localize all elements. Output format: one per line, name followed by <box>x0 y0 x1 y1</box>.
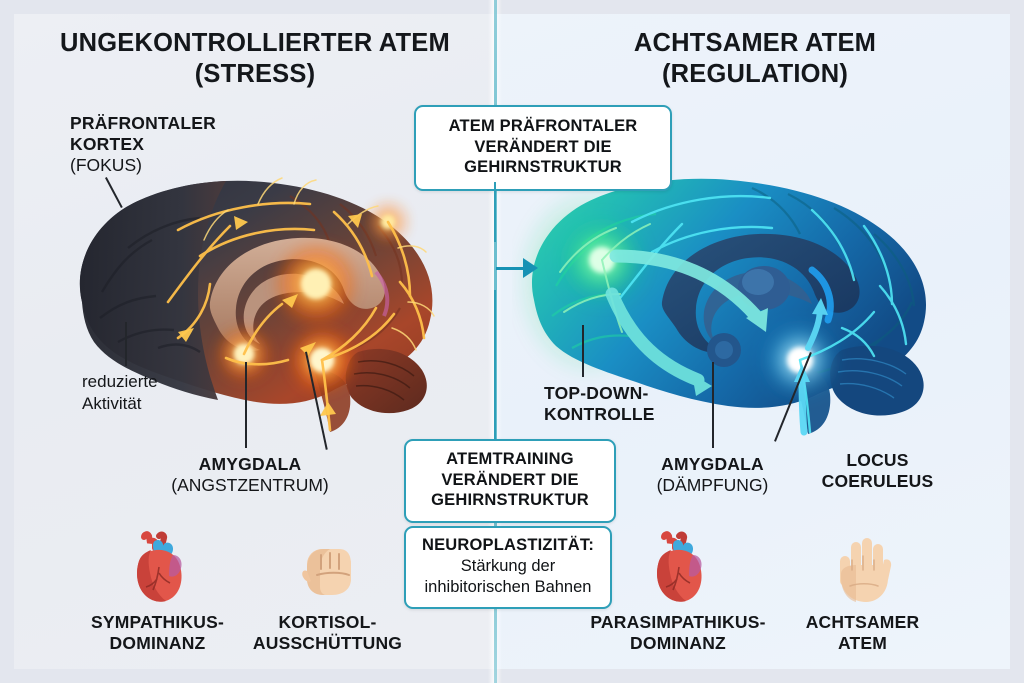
sympathikus-caption-line-1: SYMPATHIKUS- <box>90 612 224 632</box>
label-reduced-activity: reduzierte Aktivität <box>82 371 242 415</box>
callout-top-line-2: VERÄNDERT DIE <box>474 137 612 156</box>
right-title-line-2: (REGULATION) <box>661 60 849 88</box>
leader-line-amygdala-left <box>245 362 247 448</box>
locus-line-1: LOCUS <box>846 450 909 470</box>
pfc-left-line-1: PRÄFRONTALER <box>70 113 216 133</box>
callout-bottom-neuroplasticity[interactable]: NEUROPLASTIZITÄT: Stärkung der inhibitor… <box>404 526 612 609</box>
anatomical-heart-icon <box>583 528 773 612</box>
brain-illustration-stress <box>58 152 458 442</box>
amygdala-right-line-2: (DÄMPFUNG) <box>656 475 769 495</box>
stat-achtsamer-atem: ACHTSAMER ATEM <box>775 528 950 654</box>
label-amygdala-right: AMYGDALA (DÄMPFUNG) <box>625 454 800 496</box>
flow-arrow-line <box>496 267 524 270</box>
parasympathikus-caption-line-1: PARASIMPATHIKUS- <box>590 612 766 632</box>
callout-bottom-line-2: inhibitorischen Bahnen <box>424 577 592 596</box>
pfc-left-line-2: KORTEX <box>70 134 145 154</box>
left-title-line-1: UNGEKONTROLLIERTER ATEM <box>60 29 450 57</box>
amygdala-right-line-1: AMYGDALA <box>661 454 764 474</box>
callout-top-breath-changes-brain[interactable]: ATEM PRÄFRONTALER VERÄNDERT DIE GEHIRNST… <box>414 105 672 191</box>
callout-top-line-3: GEHIRNSTRUKTUR <box>464 158 622 176</box>
callout-mid-line-2: VERÄNDERT DIE <box>441 470 579 489</box>
label-locus-coeruleus: LOCUS COERULEUS <box>790 450 965 492</box>
flow-arrow-head-icon <box>523 258 538 278</box>
callout-mid-line-3: GEHIRNSTRUKTUR <box>431 491 589 509</box>
achtsamer-atem-caption-line-1: ACHTSAMER <box>805 612 920 632</box>
locus-line-2: COERULEUS <box>821 471 934 491</box>
leader-line-top-down <box>582 325 584 377</box>
reduced-activity-line-2: Aktivität <box>82 394 142 413</box>
reduced-activity-line-1: reduzierte <box>82 372 158 391</box>
callout-bottom-heading: NEUROPLASTIZITÄT: <box>421 536 595 554</box>
callout-bottom-line-1: Stärkung der <box>460 556 556 575</box>
top-down-line-1: TOP-DOWN- <box>544 383 649 403</box>
amygdala-left-line-1: AMYGDALA <box>198 454 302 474</box>
leader-line-reduced-activity <box>125 322 127 366</box>
achtsamer-atem-caption-line-2: ATEM <box>837 633 888 653</box>
callout-mid-connector <box>494 290 496 440</box>
raised-fist-icon <box>240 528 415 612</box>
stat-parasympathikus-dominanz: PARASIMPATHIKUS- DOMINANZ <box>583 528 773 654</box>
stat-sympathikus-dominanz: SYMPATHIKUS- DOMINANZ <box>70 528 245 654</box>
parasympathikus-caption-line-2: DOMINANZ <box>630 633 726 653</box>
raised-hand-icon <box>775 528 950 612</box>
right-panel-title: ACHTSAMER ATEM (REGULATION) <box>510 28 1000 90</box>
callout-mid-line-1: ATEMTRAINING <box>446 450 574 468</box>
left-panel-title: UNGEKONTROLLIERTER ATEM (STRESS) <box>20 28 490 90</box>
stat-kortisol-ausschuettung: KORTISOL- AUSSCHÜTTUNG <box>240 528 415 654</box>
right-title-line-1: ACHTSAMER ATEM <box>633 29 877 57</box>
left-title-line-2: (STRESS) <box>194 60 316 88</box>
brain-illustration-regulation <box>512 152 972 442</box>
anatomical-heart-icon <box>70 528 245 612</box>
callout-top-line-1: ATEM PRÄFRONTALER <box>448 117 638 135</box>
amygdala-left-line-2: (ANGSTZENTRUM) <box>171 475 329 495</box>
pfc-left-line-3: (FOKUS) <box>70 155 142 175</box>
top-down-line-2: KONTROLLE <box>544 404 655 424</box>
callout-top-connector <box>494 182 496 242</box>
kortisol-caption-line-1: KORTISOL- <box>278 612 377 632</box>
sympathikus-caption-line-2: DOMINANZ <box>109 633 206 653</box>
leader-line-amygdala-right <box>712 362 714 448</box>
label-prefrontal-cortex-left: PRÄFRONTALER KORTEX (FOKUS) <box>70 113 270 176</box>
callout-mid-atemtraining[interactable]: ATEMTRAINING VERÄNDERT DIE GEHIRNSTRUKTU… <box>404 439 616 523</box>
label-amygdala-left: AMYGDALA (ANGSTZENTRUM) <box>140 454 360 496</box>
label-top-down-control: TOP-DOWN- KONTROLLE <box>544 383 734 425</box>
kortisol-caption-line-2: AUSSCHÜTTUNG <box>252 633 403 653</box>
